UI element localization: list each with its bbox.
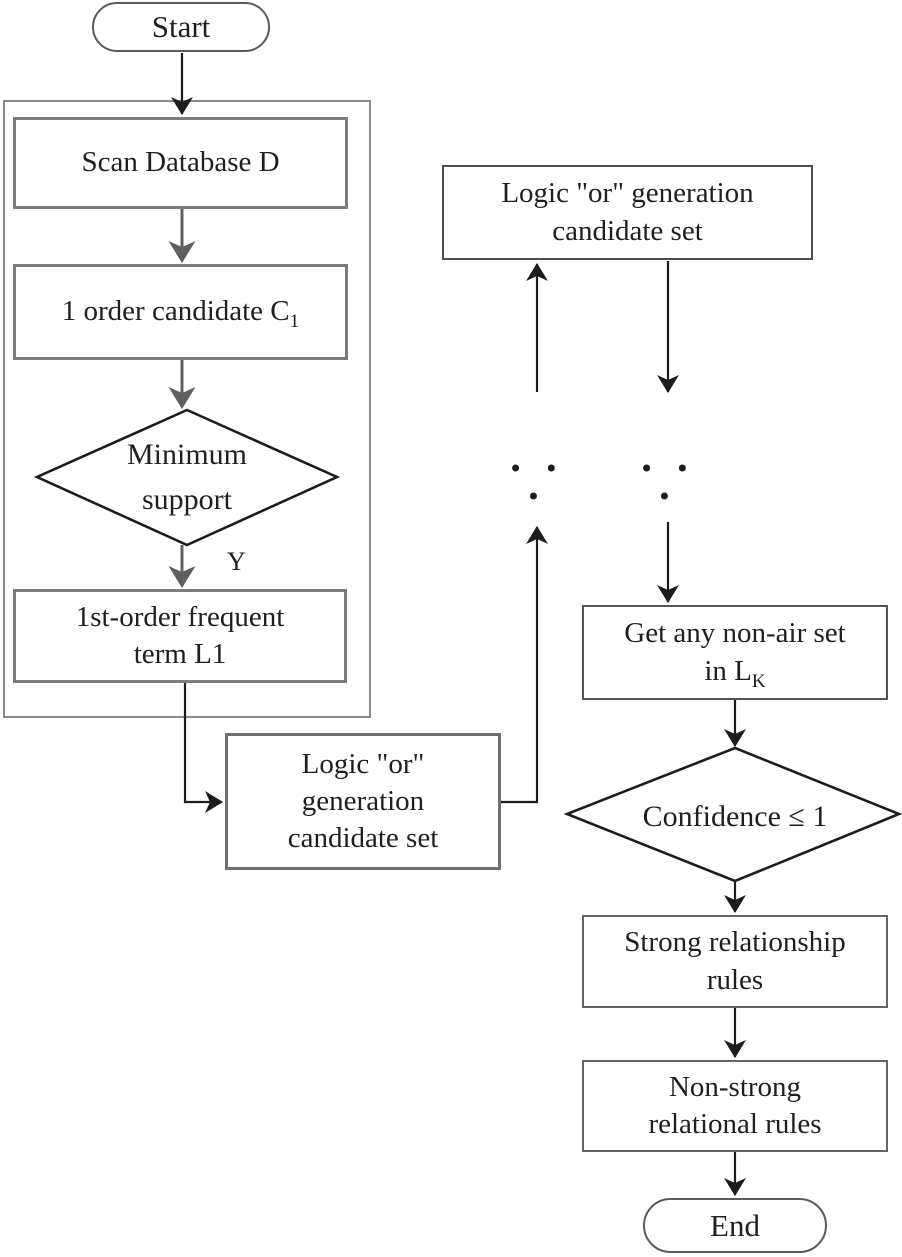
ellipsis-left: • • • [508, 455, 566, 511]
end-label: End [710, 1207, 760, 1243]
logic-or-generation-node-bottom: Logic "or" generation candidate set [225, 733, 501, 870]
arrow-logicor-up-lower [501, 526, 548, 804]
end-node: End [643, 1198, 827, 1253]
arrow-frequent-to-logicor [183, 683, 223, 813]
start-node: Start [92, 2, 270, 52]
start-label: Start [151, 9, 211, 45]
candidate-c1-node: 1 order candidate C1 [13, 264, 348, 360]
get-non-air-set-node: Get any non-air set in LK [582, 605, 888, 700]
confidence-label: Confidence ≤ 1 [642, 800, 828, 833]
frequent-term-node: 1st-order frequent term L1 [13, 589, 347, 683]
logic-or-generation-node-top: Logic "or" generation candidate set [442, 165, 813, 260]
scan-database-label: Scan Database D [81, 146, 280, 179]
confidence-diamond-shape [563, 746, 902, 883]
minimum-support-label: Minimum support [126, 438, 247, 516]
strong-rules-node: Strong relationship rules [582, 915, 888, 1008]
candidate-c1-label: 1 order candidate C1 [61, 295, 300, 333]
non-strong-rules-node: Non-strong relational rules [582, 1060, 888, 1152]
yes-branch-label: Y [227, 547, 246, 576]
scan-database-node: Scan Database D [13, 117, 348, 209]
minimum-support-diamond-shape [33, 408, 341, 547]
ellipsis-right: • • • [639, 455, 697, 511]
